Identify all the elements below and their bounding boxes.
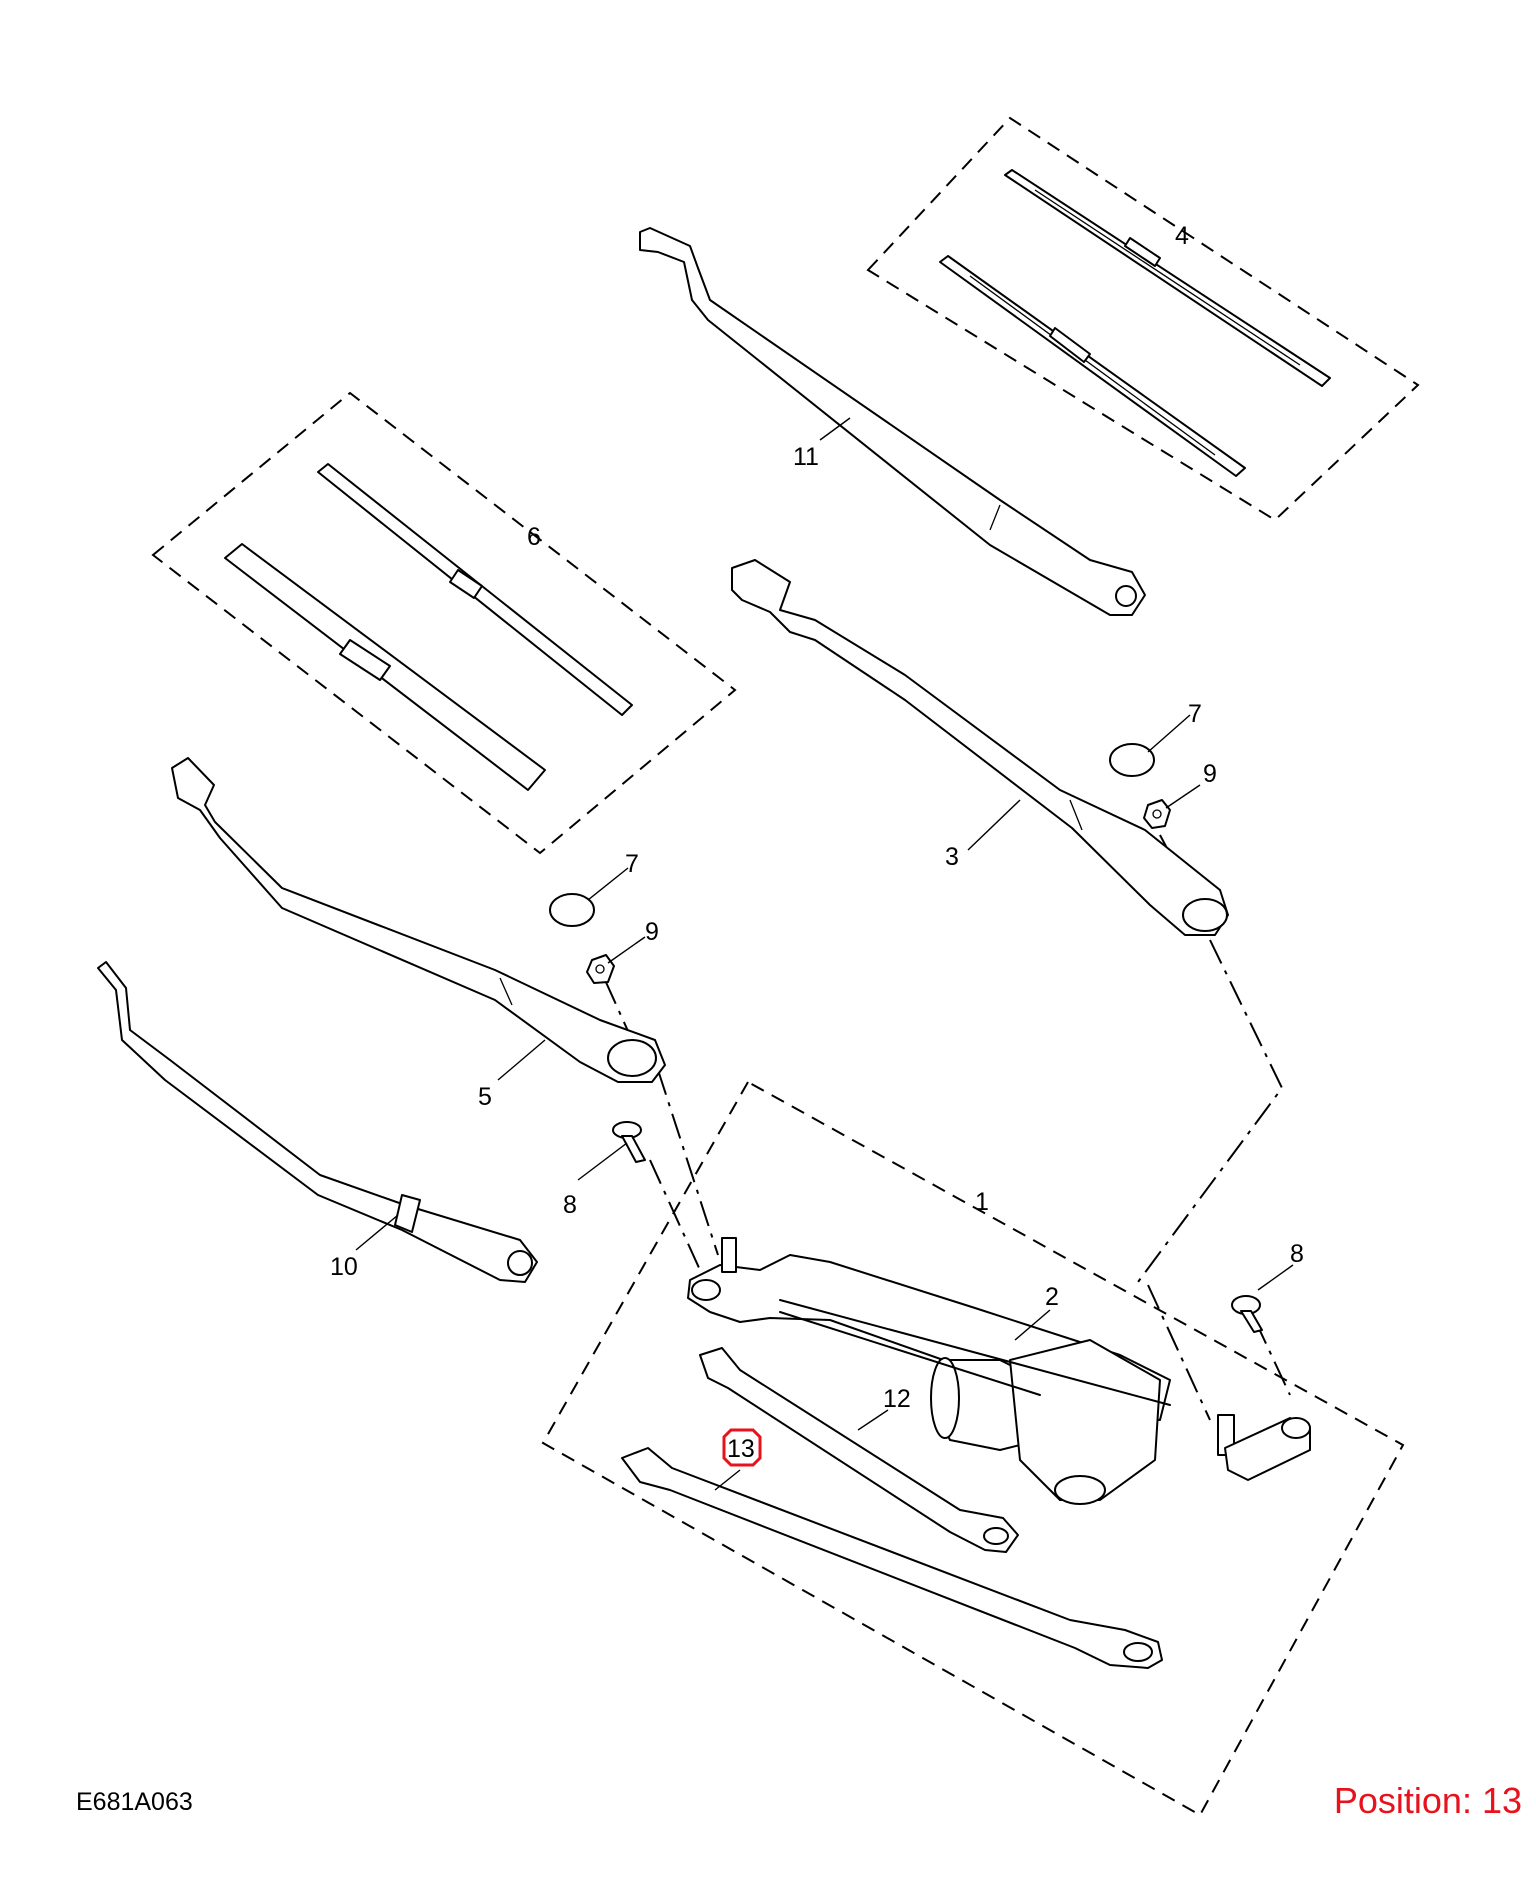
callout-3: 3	[945, 843, 959, 871]
leader-10	[355, 1214, 399, 1251]
wiper-motor-frame-2	[687, 1237, 1311, 1505]
callout-9-right: 9	[1203, 760, 1217, 788]
callout-9-left: 9	[645, 918, 659, 946]
callout-11: 11	[793, 443, 819, 471]
wiper-blade-6-lower	[224, 543, 546, 791]
callout-5: 5	[478, 1083, 492, 1111]
drawing-reference-code: E681A063	[76, 1788, 193, 1816]
wiper-blade-6-upper	[317, 463, 633, 716]
nut-9-right	[1143, 799, 1171, 829]
leader-11	[819, 417, 851, 441]
leader-2	[1014, 1309, 1051, 1341]
leader-8-right	[1257, 1264, 1294, 1291]
callout-8-left: 8	[563, 1191, 577, 1219]
leader-7-left	[587, 867, 629, 901]
wiper-arm-10	[97, 961, 538, 1283]
leader-9-right	[1165, 784, 1201, 809]
leader-7-right	[1147, 714, 1191, 753]
callout-2: 2	[1045, 1283, 1059, 1311]
callout-7-left: 7	[625, 850, 639, 878]
leader-5	[497, 1039, 546, 1081]
leader-12	[857, 1409, 889, 1431]
cap-7-right	[1109, 743, 1155, 777]
screw-8-left	[612, 1121, 646, 1163]
wiper-arm-11	[639, 227, 1146, 616]
leader-8-left	[577, 1142, 628, 1181]
leader-3	[967, 799, 1021, 851]
assembly-axis-left-pivot	[657, 1069, 719, 1256]
callout-12: 12	[883, 1385, 911, 1413]
assembly-axis-right-screw	[1254, 1319, 1291, 1396]
cap-7-left	[549, 893, 595, 927]
assembly-axis-left-screw	[649, 1159, 701, 1271]
leader-9-left	[607, 936, 646, 964]
callout-4: 4	[1175, 222, 1189, 250]
group-box-6	[151, 391, 737, 855]
group-box-1	[541, 1080, 1405, 1817]
callout-8-right: 8	[1290, 1240, 1304, 1268]
callout-7-right: 7	[1188, 700, 1202, 728]
link-rod-13	[621, 1447, 1163, 1669]
callout-10: 10	[330, 1253, 358, 1281]
callout-13: 13	[727, 1435, 755, 1463]
wiper-blade-4-lower	[939, 255, 1246, 477]
wiper-arm-3	[731, 559, 1229, 936]
wiper-arm-5	[171, 757, 666, 1083]
assembly-axis-right	[1137, 939, 1284, 1283]
assembly-axis-right-pivot	[1147, 1284, 1211, 1421]
wiper-blade-4-upper	[1004, 169, 1331, 387]
leader-13	[714, 1469, 741, 1491]
callout-6: 6	[527, 523, 541, 551]
group-box-4	[866, 116, 1420, 522]
position-label: Position: 13	[1333, 1780, 1522, 1821]
screw-8-right	[1231, 1295, 1263, 1333]
link-rod-12	[699, 1347, 1019, 1553]
callout-1: 1	[975, 1188, 989, 1216]
nut-9-left	[586, 954, 615, 984]
position-highlight-box	[722, 1428, 762, 1467]
